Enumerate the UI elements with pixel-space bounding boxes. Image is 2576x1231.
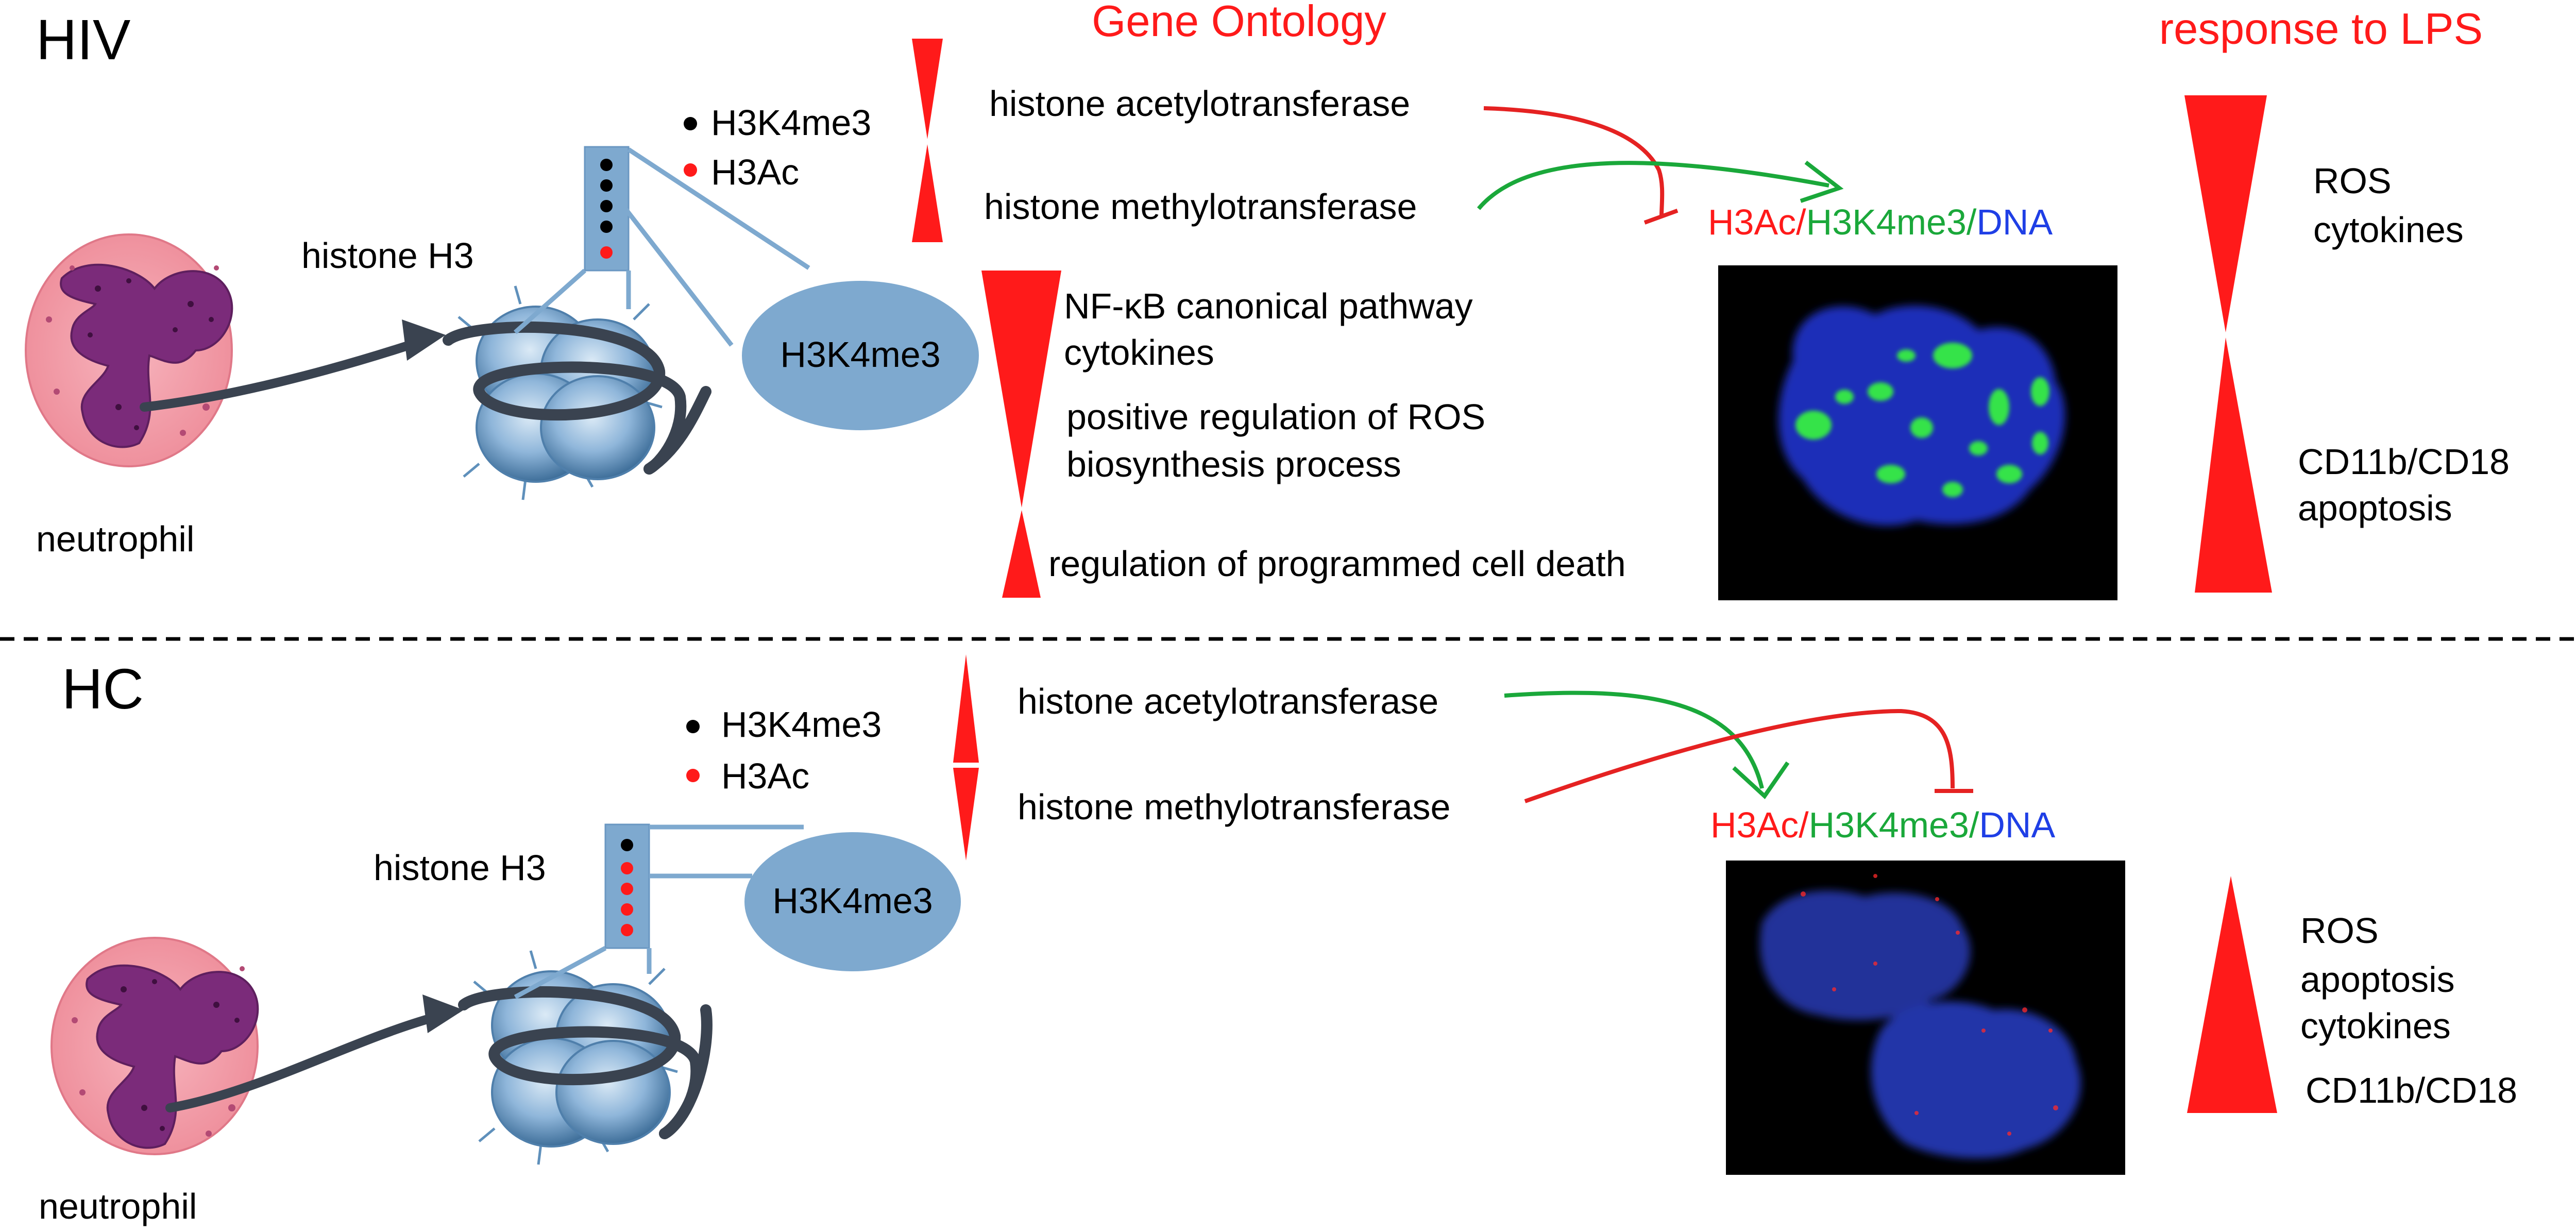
hc-lps-up-4: CD11b/CD18 — [2306, 1070, 2517, 1110]
hc-neutrophil-cell — [50, 937, 259, 1155]
hiv-lps-down-1: ROS — [2313, 161, 2392, 201]
hiv-neutrophil-cell — [25, 233, 233, 467]
hiv-activation-arrowhead — [1800, 160, 1844, 203]
hiv-acetyl-inhibition-line — [1483, 106, 1665, 217]
hiv-stain-slash-2: / — [1967, 202, 1977, 242]
hiv-oval-label: H3K4me3 — [780, 334, 940, 375]
hiv-panel: HIV neutrophil histone H3 — [25, 8, 2510, 600]
hiv-legend-red-dot — [684, 163, 697, 177]
hiv-lps-down-triangle — [2184, 95, 2267, 332]
hiv-nucleus — [60, 263, 233, 448]
hc-legend-h3ac: H3Ac — [721, 756, 809, 796]
hiv-go-term-4: biosynthesis process — [1066, 444, 1401, 484]
hc-nucleus — [86, 964, 259, 1149]
hc-h3-tail-box — [604, 823, 650, 949]
hc-cell-to-histone-arrow — [165, 1013, 437, 1112]
hiv-stain-h3ac: H3Ac — [1708, 202, 1796, 242]
hc-legend-black-dot — [686, 720, 700, 733]
hc-lps-up-2: apoptosis — [2300, 959, 2455, 1000]
hiv-microscopy-image — [1718, 265, 2117, 600]
hc-methyl-inhibition-line — [1524, 709, 1955, 803]
hc-stain-slash-2: / — [1969, 805, 1979, 845]
hiv-go-term-2: cytokines — [1064, 332, 1214, 373]
hc-connector-lines — [514, 824, 804, 999]
gene-ontology-header: Gene Ontology — [1092, 0, 1386, 46]
hc-enzyme-acetyl: histone acetylotransferase — [1018, 681, 1438, 721]
hc-lps-up-1: ROS — [2300, 910, 2379, 951]
hiv-nucleosome — [443, 285, 711, 500]
hc-stain-slash-1: / — [1799, 805, 1809, 845]
hiv-methyl-up-triangle — [912, 144, 943, 242]
hiv-stain-label: H3Ac/H3K4me3/DNA — [1708, 202, 2053, 242]
hiv-cell-to-histone-arrow — [140, 340, 417, 412]
hc-activation-arrowhead — [1732, 761, 1790, 800]
hc-oval-label: H3K4me3 — [772, 881, 933, 921]
hiv-enzyme-acetyl: histone acetylotransferase — [989, 83, 1410, 124]
hc-panel: HC neutrophil histone H3 — [39, 654, 2517, 1226]
hiv-lps-down-2: cytokines — [2313, 210, 2464, 250]
hiv-stain-slash-1: / — [1796, 202, 1806, 242]
hc-microscopy-image — [1726, 861, 2125, 1175]
hiv-stain-h3k4me3: H3K4me3 — [1806, 202, 1967, 242]
hc-lps-up-3: cytokines — [2300, 1006, 2451, 1046]
hc-stain-h3k4me3: H3K4me3 — [1809, 805, 1969, 845]
hiv-h3-tail-box — [584, 146, 630, 272]
hiv-methyl-activation-arrow — [1477, 161, 1829, 210]
hc-enzyme-methyl: histone methylotransferase — [1018, 787, 1450, 827]
hc-stain-dna: DNA — [1979, 805, 2055, 845]
hiv-acetyl-down-triangle — [912, 39, 943, 139]
hiv-legend-h3k4me3: H3K4me3 — [711, 103, 871, 143]
hiv-legend-h3ac: H3Ac — [711, 152, 799, 192]
hiv-neutrophil-label: neutrophil — [36, 519, 194, 559]
hc-histone-label: histone H3 — [374, 848, 546, 888]
hc-legend-h3k4me3: H3K4me3 — [721, 704, 882, 745]
hc-group-label: HC — [62, 657, 144, 721]
hiv-connector-lines — [514, 147, 810, 347]
hc-acetyl-up-triangle — [953, 654, 979, 763]
hc-stain-label: H3Ac/H3K4me3/DNA — [1710, 805, 2055, 845]
hiv-enzyme-methyl: histone methylotransferase — [984, 187, 1417, 227]
hiv-go-up-triangle — [1002, 510, 1041, 598]
hc-legend-red-dot — [686, 769, 700, 782]
hiv-stain-dna: DNA — [1976, 202, 2053, 242]
hc-lps-up-triangle — [2187, 876, 2277, 1113]
hiv-h3k4me3-oval — [742, 281, 979, 430]
hc-acetyl-activation-arrow — [1504, 690, 1764, 789]
hiv-inhibition-bar — [1643, 208, 1679, 225]
hiv-go-term-5: regulation of programmed cell death — [1048, 544, 1626, 584]
hiv-legend-black-dot — [684, 117, 697, 130]
hc-h3k4me3-oval — [744, 832, 961, 971]
hc-stain-h3ac: H3Ac — [1710, 805, 1799, 845]
hiv-lps-up-triangle — [2195, 338, 2272, 593]
hc-nucleosome — [458, 950, 713, 1165]
hiv-group-label: HIV — [36, 8, 130, 72]
hiv-go-down-triangle — [981, 271, 1061, 508]
hc-neutrophil-label: neutrophil — [39, 1186, 197, 1226]
hiv-lps-up-2: apoptosis — [2298, 488, 2452, 528]
hc-methyl-down-triangle — [953, 768, 979, 861]
hiv-histone-label: histone H3 — [301, 235, 474, 276]
hiv-go-term-3: positive regulation of ROS — [1066, 397, 1485, 437]
response-lps-header: response to LPS — [2159, 5, 2483, 54]
hiv-go-term-1: NF-κB canonical pathway — [1064, 286, 1473, 326]
hiv-lps-up-1: CD11b/CD18 — [2298, 442, 2510, 482]
